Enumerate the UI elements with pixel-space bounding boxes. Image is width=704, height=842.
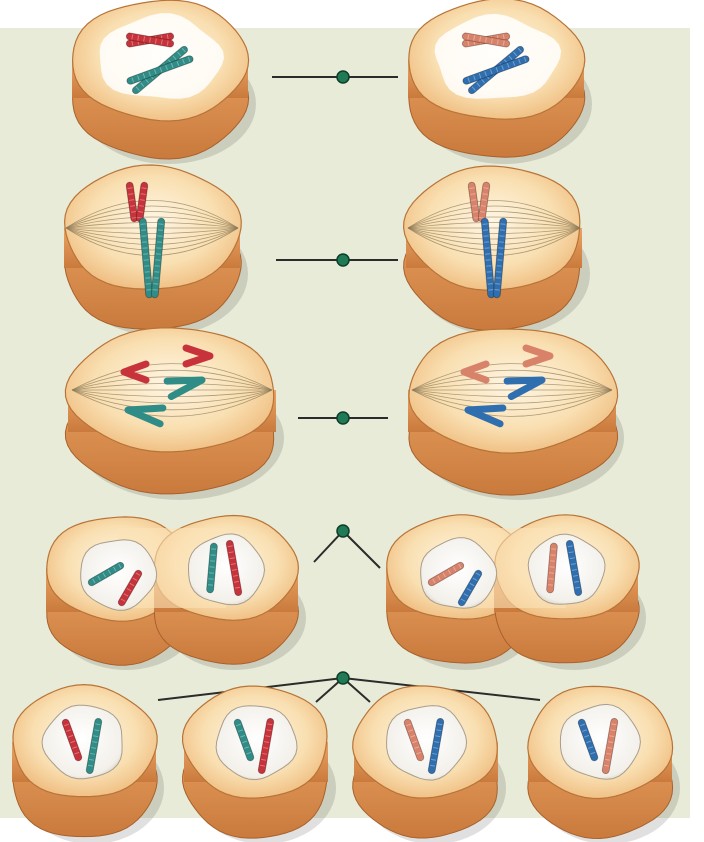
chromosome-icon: [124, 404, 167, 428]
chromosome-icon: [457, 569, 483, 607]
chromosome-icon: [577, 718, 599, 762]
centromere-dot-icon: [336, 671, 350, 685]
cell-anaphase-1-right: [408, 328, 624, 500]
chromosome-icon: [85, 717, 103, 775]
chromosome-icon: [546, 542, 558, 594]
daughter-cell-4: [527, 685, 680, 842]
cell-anaphase-1-left: [64, 327, 284, 500]
chromosome-icon: [150, 217, 166, 299]
chromosome-icon: [233, 718, 255, 762]
chromosome-icon: [403, 718, 425, 762]
chromosome-icon: [464, 404, 507, 428]
nucleus: [420, 537, 498, 609]
daughter-cell-1: [12, 683, 164, 842]
centromere-dot-icon: [336, 524, 350, 538]
spindle-fibers: [407, 200, 581, 256]
cell-metaphase-1-left: [63, 164, 248, 336]
daughter-cell-2: [182, 685, 336, 842]
chromosome-icon: [135, 181, 149, 223]
cell-metaphase-1-right: [402, 165, 590, 336]
chromosome-icon: [206, 542, 218, 594]
chromosome-icon: [225, 539, 243, 597]
chromosome-icon: [138, 217, 154, 299]
nucleus: [80, 539, 158, 611]
nucleus: [41, 704, 123, 780]
chromosome-icon: [503, 376, 546, 401]
cell-telophase-1-right: [386, 514, 646, 670]
spindle-fibers: [65, 200, 239, 256]
cell-membrane: [63, 164, 242, 290]
daughter-cell-3: [352, 685, 506, 842]
chromosome-icon: [601, 717, 619, 775]
chromosome-icon: [257, 717, 275, 775]
chromosome-icon: [427, 561, 465, 587]
chromosome-icon: [182, 344, 214, 368]
chromosome-icon: [480, 217, 496, 299]
chromosome-icon: [61, 718, 83, 762]
cell-membrane: [408, 328, 619, 454]
centromere-dot-icon: [336, 253, 350, 267]
chromosome-icon: [462, 55, 530, 85]
chromosome-icon: [522, 344, 554, 368]
cell-prophase-1-left: [71, 0, 256, 164]
chromosome-icon: [125, 181, 139, 223]
chromosome-icon: [492, 217, 508, 299]
centromere-dot-icon: [336, 70, 350, 84]
cell-telophase-1-left: [46, 514, 306, 670]
chromosome-icon: [427, 717, 445, 775]
chromosome-icon: [460, 360, 490, 384]
chromosome-icon: [120, 360, 150, 384]
chromosome-icon: [117, 569, 143, 607]
chromosome-icon: [467, 181, 481, 223]
chromosome-icon: [461, 32, 511, 48]
chromosome-icon: [87, 561, 125, 587]
cell-prophase-1-right: [408, 0, 592, 164]
chromosome-icon: [565, 539, 583, 597]
centromere-dot-icon: [336, 411, 350, 425]
chromosome-icon: [125, 32, 175, 48]
chromosome-icon: [477, 181, 491, 223]
chromosome-icon: [163, 376, 206, 401]
